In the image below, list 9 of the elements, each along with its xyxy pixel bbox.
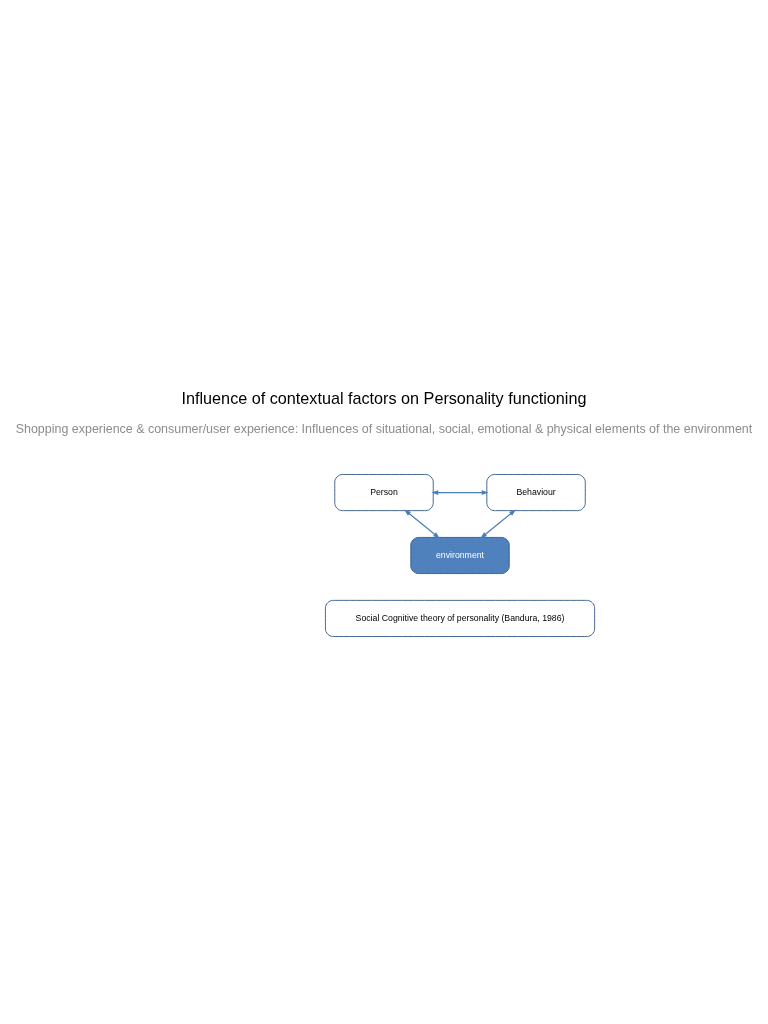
arrow bbox=[404, 509, 440, 538]
node-box: environment bbox=[410, 536, 510, 574]
node-box: Social Cognitive theory of personality (Bandura, 1986) bbox=[324, 599, 596, 637]
arrow bbox=[480, 509, 516, 538]
label: Shopping experience & consumer/user experience: Influences of situational, social, emotional & physical elements of the environment bbox=[15, 421, 753, 436]
arrow bbox=[431, 489, 489, 495]
diagram-title: Influence of contextual factors on Personality functioning bbox=[181, 388, 587, 407]
node-box: Person bbox=[334, 473, 434, 511]
node-box: Behaviour bbox=[486, 473, 586, 511]
